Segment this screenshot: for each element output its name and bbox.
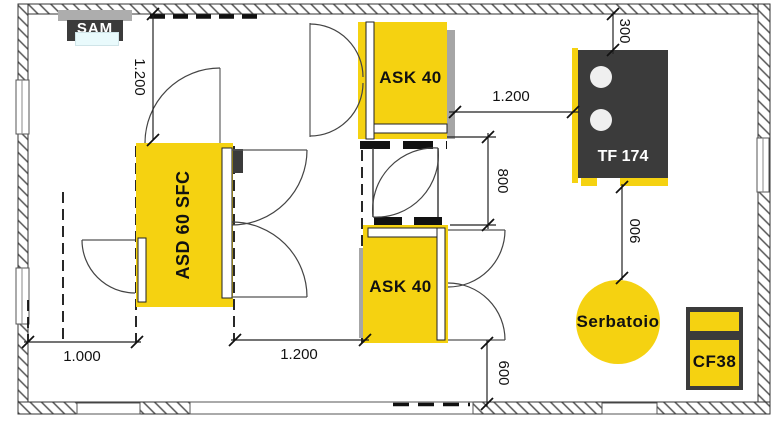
logo-azure-panel [75, 32, 119, 46]
tf174-label: TF 174 [597, 148, 649, 165]
dim-wall-to-asd-horizontal: 1.000 [63, 348, 101, 365]
tf174-port-top [590, 66, 612, 88]
ask40-top-block[interactable] [358, 21, 455, 140]
serbatoio-label: Serbatoio [576, 312, 660, 331]
ask40-bottom-label: ASK 40 [369, 277, 432, 296]
dim-wall-to-asd-vertical: 1.200 [131, 58, 148, 96]
serbatoio-tank[interactable] [576, 280, 660, 364]
dim-ask40-to-wall: 600 [495, 360, 512, 386]
dim-wall-to-tf174: 300 [616, 18, 633, 44]
cf38-label: CF38 [692, 352, 737, 371]
tf174-port-bottom [590, 109, 612, 131]
asd60-label: ASD 60 SFC [173, 170, 193, 280]
asd60-block[interactable] [136, 143, 243, 307]
ask40-bottom-block[interactable] [359, 225, 448, 343]
door-arcs [81, 23, 506, 341]
dim-ask40-gap: 800 [494, 168, 511, 194]
dim-ask40-to-tf174: 1.200 [492, 88, 530, 105]
logo-top-bar [58, 10, 132, 21]
dim-asd-to-ask40: 1.200 [280, 346, 318, 363]
dim-tf174-to-serbatoio: 900 [627, 218, 644, 244]
walls [15, 3, 771, 415]
cf38-legend[interactable] [686, 307, 743, 390]
tf174-block[interactable] [572, 48, 668, 186]
ask40-top-label: ASK 40 [379, 68, 442, 87]
dimension-ticks [21, 7, 629, 411]
